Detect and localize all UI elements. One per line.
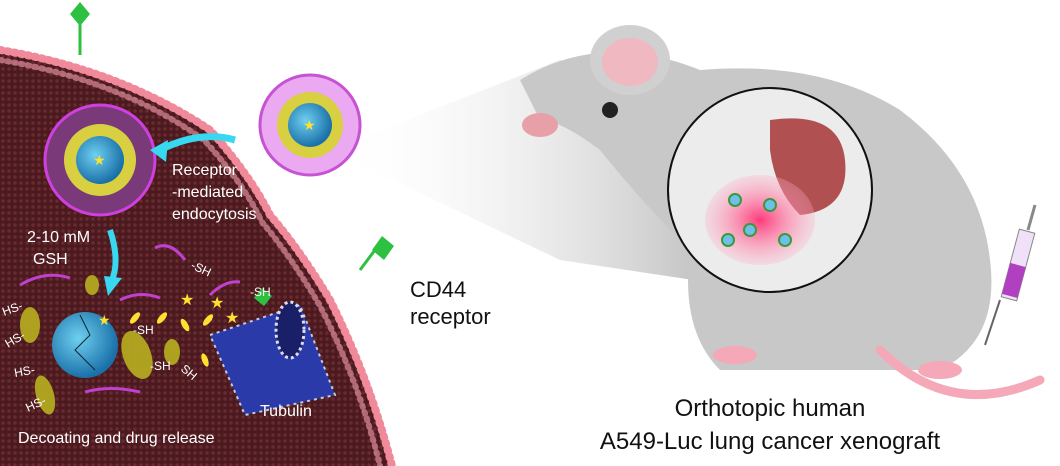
gsh-arrow-icon bbox=[107, 229, 119, 282]
gsh-label: GSH bbox=[33, 251, 68, 268]
mouse-illustration bbox=[520, 25, 1045, 400]
cd44-receptor-icon bbox=[70, 2, 394, 306]
hs-label: HS- bbox=[13, 363, 36, 380]
hs-label: HS- bbox=[0, 299, 24, 319]
receptor-label: receptor bbox=[410, 304, 491, 329]
tumor-icon bbox=[705, 175, 815, 265]
thiol-label: -SH bbox=[250, 285, 271, 299]
syringe-icon bbox=[984, 204, 1037, 346]
shell-fragment-icon bbox=[20, 275, 180, 415]
svg-text:★: ★ bbox=[210, 295, 224, 312]
endocytosis-label-line3: endocytosis bbox=[172, 206, 257, 223]
hyaluronic-chain-icon bbox=[19, 244, 241, 394]
nanoparticle-icon: ★ bbox=[258, 73, 362, 177]
released-drug-icon: ★★★ bbox=[129, 292, 239, 367]
gsh-concentration-label: 2-10 mM bbox=[27, 229, 90, 246]
tubulin-label: Tubulin bbox=[260, 403, 312, 420]
svg-text:★: ★ bbox=[180, 292, 194, 309]
endocytosis-label-line2: -mediated bbox=[172, 184, 243, 201]
release-label: Decoating and drug release bbox=[18, 430, 215, 447]
thiol-label: -SH bbox=[150, 359, 171, 373]
cell-membrane bbox=[0, 46, 396, 466]
drug-core-icon: ★ bbox=[52, 312, 118, 378]
thiol-label: -SH bbox=[133, 323, 154, 337]
cd44-label: CD44 bbox=[410, 277, 466, 302]
internalized-nanoparticle-icon: ★ bbox=[43, 103, 157, 217]
svg-text:★: ★ bbox=[303, 117, 316, 133]
tubulin-icon bbox=[208, 300, 337, 417]
caption-line2: A549-Luc lung cancer xenograft bbox=[600, 428, 941, 455]
svg-text:★: ★ bbox=[93, 152, 106, 168]
caption-line1: Orthotopic human bbox=[675, 395, 866, 422]
svg-text:★: ★ bbox=[98, 312, 111, 328]
endocytosis-label-line1: Receptor bbox=[172, 162, 238, 179]
svg-text:★: ★ bbox=[225, 310, 239, 327]
